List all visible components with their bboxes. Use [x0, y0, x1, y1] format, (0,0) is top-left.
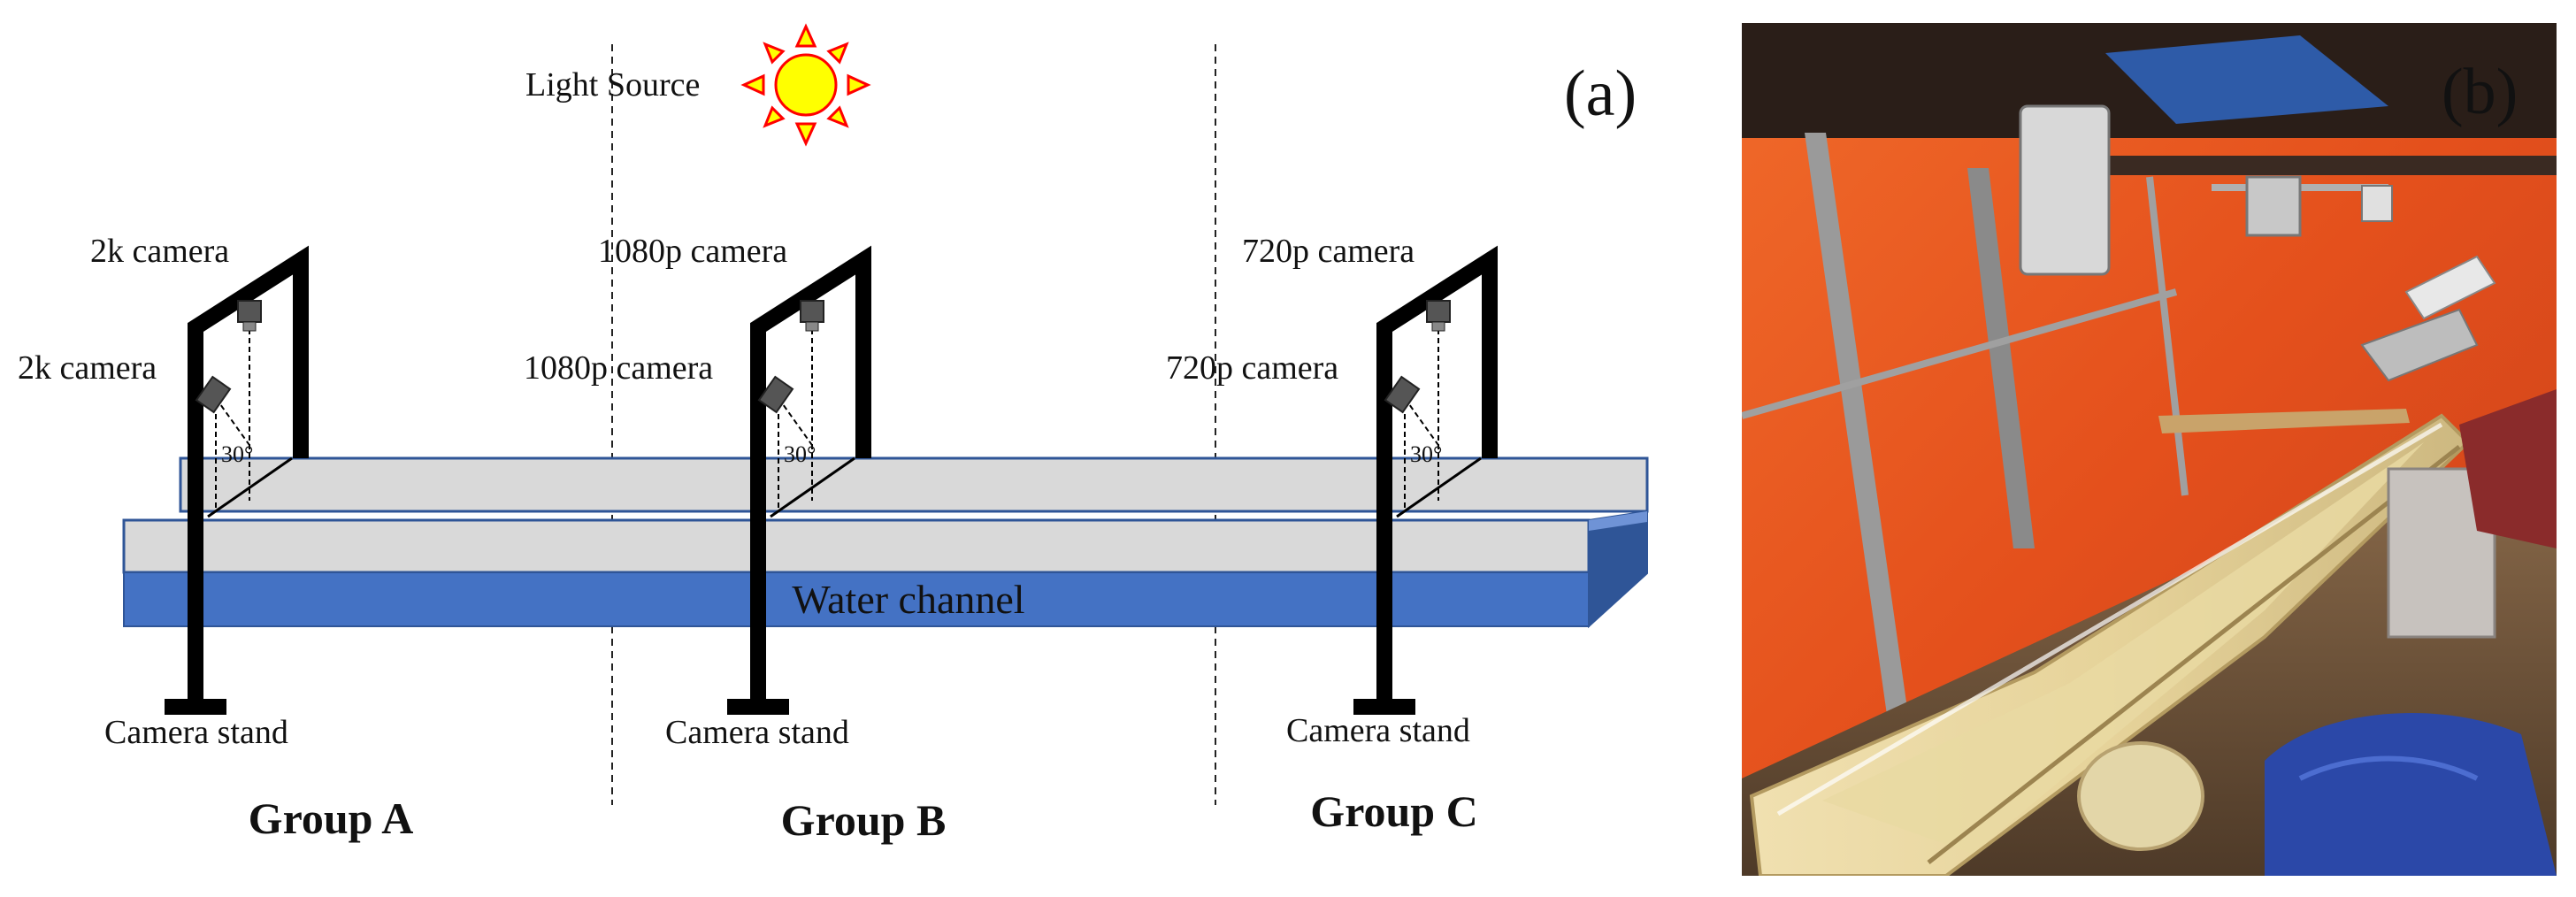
stand-diagonal-brace: [207, 456, 293, 518]
top-camera-label: 1080p camera: [598, 233, 787, 270]
camera-stand-group-a: 30° 2k camera 2k camera Camera stand Gro…: [18, 233, 413, 843]
channel-front-rail: [122, 518, 1591, 574]
group-label: Group A: [249, 794, 414, 843]
panel-a: Water channel 30° 2k camera 2k camera Ca…: [18, 23, 1649, 845]
camera-device: [2360, 308, 2479, 382]
stand-label: Camera stand: [665, 714, 849, 751]
ceiling-tarp-blue: [2105, 35, 2388, 124]
side-camera-icon: [1384, 375, 1421, 414]
trough-crossboard: [2158, 409, 2410, 433]
chair: [2459, 389, 2557, 548]
trough-edge: [1927, 445, 2461, 864]
side-camera-icon: [757, 375, 794, 414]
rolled-sheet: [2077, 741, 2204, 851]
panel-b-photo: [1742, 23, 2557, 876]
group-label: Group C: [1310, 786, 1477, 836]
light-source-label: Light Source: [525, 66, 700, 104]
side-camera-label: 2k camera: [18, 349, 157, 387]
panel-a-label: (a): [1564, 58, 1637, 130]
camera-stand-group-b: 30° 1080p camera 1080p camera Camera sta…: [524, 233, 946, 845]
camera-device: [2361, 185, 2393, 222]
view-angle-line: [778, 397, 815, 448]
stand-label: Camera stand: [104, 714, 288, 751]
camera-device: [2245, 175, 2302, 237]
sun-icon: [740, 23, 871, 147]
blue-tarp-highlight: [2298, 755, 2479, 781]
water-channel-label: Water channel: [792, 577, 1024, 622]
view-angle-line: [215, 397, 252, 448]
angle-label: 30°: [1410, 441, 1442, 467]
top-camera-label: 2k camera: [90, 233, 229, 270]
angle-label: 30°: [784, 441, 816, 467]
camera-device: [2019, 104, 2111, 276]
camera-stand-group-c: 30° 720p camera 720p camera Camera stand…: [1166, 233, 1498, 836]
side-camera-icon: [195, 375, 232, 414]
side-camera-label: 1080p camera: [524, 349, 713, 387]
stand-foot: [1353, 699, 1415, 715]
trough-edge: [1776, 422, 2443, 816]
top-camera-label: 720p camera: [1242, 233, 1414, 270]
stand-diagonal-brace: [770, 456, 855, 518]
panel-b-label: (b): [2442, 56, 2518, 128]
ceiling-beam: [2105, 156, 2557, 175]
view-angle-line: [1404, 397, 1441, 448]
stand-frame: [1376, 245, 1498, 699]
stand-frame: [188, 245, 309, 699]
top-camera-icon: [237, 300, 262, 332]
group-label: Group B: [781, 795, 947, 845]
channel-base: [123, 571, 1590, 627]
camera-device: [2404, 255, 2496, 320]
stand-diagonal-brace: [1396, 456, 1482, 518]
side-camera-label: 720p camera: [1166, 349, 1338, 387]
top-camera-icon: [1426, 300, 1451, 332]
tent-pole: [2146, 176, 2189, 496]
angle-label: 30°: [221, 441, 253, 467]
water-trough-inner: [1822, 442, 2424, 854]
stand-foot: [727, 699, 789, 715]
top-camera-icon: [800, 300, 824, 332]
stand-frame: [750, 245, 871, 699]
channel-end-top: [1589, 511, 1647, 531]
tent-pole: [1742, 288, 2178, 419]
stand-label: Camera stand: [1286, 712, 1470, 749]
tent-pole: [1805, 133, 1920, 796]
tent-pole: [1967, 168, 2035, 548]
stand-foot: [165, 699, 226, 715]
blue-tarp: [2265, 713, 2557, 876]
